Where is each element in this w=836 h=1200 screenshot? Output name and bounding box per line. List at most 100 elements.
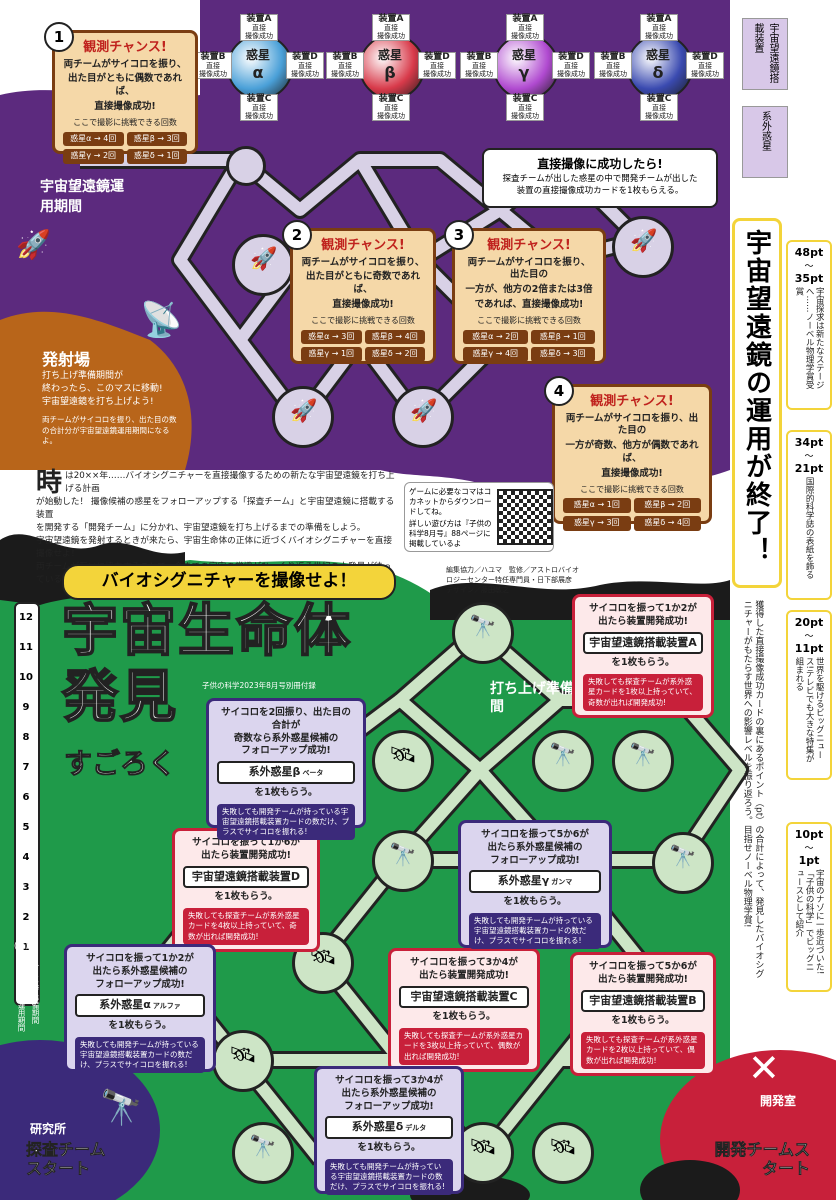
dev-card-line: を1枚もらう。 <box>214 891 278 903</box>
device-name: 装置B <box>466 52 492 62</box>
start-dev-title[interactable]: 開発チームスタート <box>714 1140 810 1179</box>
timeline-tick: 2 <box>22 912 30 923</box>
timeline-tick: 7 <box>22 762 30 773</box>
board-space[interactable]: 🔭 <box>452 602 514 664</box>
tier-top: 48pt <box>794 246 824 259</box>
board-space[interactable]: 🛰 <box>532 1122 594 1184</box>
candidate-card-line: 奇数なら系外惑星候補の <box>233 732 339 744</box>
device-name: 装置A <box>378 14 404 24</box>
board-space[interactable] <box>226 146 266 186</box>
qr-info-line: ゲームに必要なコマはコカネットからダウンロードしてね。 <box>409 487 492 516</box>
observatory-icon: 🔭 <box>629 743 657 768</box>
observation-hint: ここで撮影に挑戦できる回数 <box>311 315 415 325</box>
device-sub: 直接 <box>430 61 444 70</box>
candidate-card-tag: デルタ <box>405 1124 427 1133</box>
candidate-card-line: を1枚もらう。 <box>503 896 567 908</box>
tier-sep: 〜 <box>804 262 814 272</box>
dev-card-line: を1枚もらう。 <box>432 1011 496 1023</box>
observation-cell: 惑星δ → 1回 <box>126 149 187 165</box>
observation-desc: 直接撮像成功! <box>94 100 156 112</box>
ending-title-box: 宇宙望遠鏡の運用が終了！ <box>732 218 782 588</box>
zone-label-launch-prep: 打ち上げ準備期間 <box>490 681 588 716</box>
rocket-icon: 🚀 <box>630 229 658 254</box>
observation-desc: 両チームがサイコロを振り、出た目の <box>565 412 699 437</box>
card-slot-label: 系外惑星 <box>759 111 771 151</box>
launch-pad-line: 打ち上げ準備期間が <box>42 371 124 381</box>
observation-card-3: 観測チャンス!両チームがサイコロを振り、出た目の一方が、他方の2倍または3倍であ… <box>452 228 606 364</box>
card-slot-device[interactable]: 宇宙望遠鏡搭載装置 <box>742 18 788 90</box>
candidate-card-line: を1枚もらう。 <box>357 1142 421 1154</box>
timeline-tick: 8 <box>22 732 30 743</box>
device-sub: 直接 <box>652 103 666 112</box>
observation-card-4: 観測チャンス!両チームがサイコロを振り、出た目の一方が奇数、他方が偶数であれば、… <box>552 384 712 531</box>
dev-card-line: サイコロを振って1か2が <box>589 603 697 614</box>
device-sub: 直接 <box>564 61 578 70</box>
board-space[interactable]: 🚀 <box>272 386 334 448</box>
board-space[interactable]: 🔭 <box>652 832 714 894</box>
observation-desc: 直接撮像成功! <box>332 298 394 310</box>
observation-desc: 一方が、他方の2倍または3倍 <box>465 284 593 296</box>
board-space[interactable]: 🔭 <box>612 730 674 792</box>
device-sub: 直接 <box>384 103 398 112</box>
candidate-card-tag: ガンマ <box>551 878 573 887</box>
card-slot-planet[interactable]: 系外惑星 <box>742 106 788 178</box>
qr-code[interactable] <box>497 489 553 545</box>
device-name: 装置C <box>646 94 672 104</box>
tier-sep: 〜 <box>804 844 814 854</box>
board-space[interactable]: 🔭 <box>532 730 594 792</box>
candidate-card-note: 失敗しても開発チームが持っている宇宙望遠鏡搭載装置カードの数だけ、プラスでサイコ… <box>75 1037 205 1074</box>
observation-cell: 惑星δ → 4回 <box>633 516 701 531</box>
observation-cell: 惑星α → 4回 <box>63 131 124 147</box>
satellite-icon: 🛰 <box>229 1043 257 1068</box>
board-space[interactable]: 🚀 <box>232 234 294 296</box>
device-sub: 撮像成功 <box>245 31 273 40</box>
observation-title: 観測チャンス! <box>487 238 571 253</box>
device-name: 装置C <box>512 94 538 104</box>
rocket-icon: 🚀 <box>250 247 278 272</box>
candidate-card-line: 出たら系外惑星候補の <box>92 965 188 977</box>
dev-card-device: 宇宙望遠鏡搭載装置C <box>399 985 529 1009</box>
timeline-track <box>14 602 40 1006</box>
title-banner: バイオシグニチャーを撮像せよ！ <box>62 564 396 600</box>
device-name: 装置C <box>246 94 272 104</box>
board-space[interactable]: 🛰 <box>212 1030 274 1092</box>
launch-pad-line: 宇宙望遠鏡を打ち上げよう! <box>42 397 154 408</box>
card-slot-label: 宇宙望遠鏡搭載装置 <box>752 23 778 83</box>
tier-top: 20pt <box>794 616 824 629</box>
board-space[interactable]: 🚀 <box>612 216 674 278</box>
dev-card-line: 出たら装置開発成功! <box>598 973 688 985</box>
board-space[interactable]: 🔭 <box>372 830 434 892</box>
dev-card-note: 失敗しても探査チームが系外惑星カードを3枚以上持っていて、偶数が出れば開発成功! <box>399 1028 529 1065</box>
observation-hint: ここで撮影に挑戦できる回数 <box>477 315 581 325</box>
observation-cell: 惑星δ → 2回 <box>364 347 425 363</box>
candidate-card-line: を1枚もらう。 <box>254 787 318 799</box>
board-space[interactable]: 🔭 <box>232 1122 294 1184</box>
tier-bottom: 35pt <box>794 272 824 285</box>
dev-card-note: 失敗しても探査チームが系外惑星カードを4枚以上持っていて、奇数が出れば開発成功! <box>183 908 309 945</box>
board-space[interactable]: 🚀 <box>392 386 454 448</box>
start-research-title[interactable]: 探査チームスタート <box>26 1140 106 1179</box>
observation-cell: 惑星β → 1回 <box>530 329 595 345</box>
planet-greek: β <box>384 63 396 82</box>
observation-hint: ここで撮影に挑戦できる回数 <box>73 117 177 127</box>
device-name: 装置C <box>378 94 404 104</box>
tier-top: 10pt <box>794 828 824 841</box>
satellite-icon: 🛰 <box>469 1135 497 1160</box>
board-space[interactable]: 🛰 <box>372 730 434 792</box>
observation-cell: 惑星α → 3回 <box>301 329 362 345</box>
intro-line: は20××年……バイオシグニチャーを直接撮像するための新たな宇宙望遠鏡を打ち上げ… <box>65 471 395 495</box>
intro-drop-cap: 時 <box>36 468 63 498</box>
candidate-card-line: 出たら系外惑星候補の <box>487 841 583 853</box>
